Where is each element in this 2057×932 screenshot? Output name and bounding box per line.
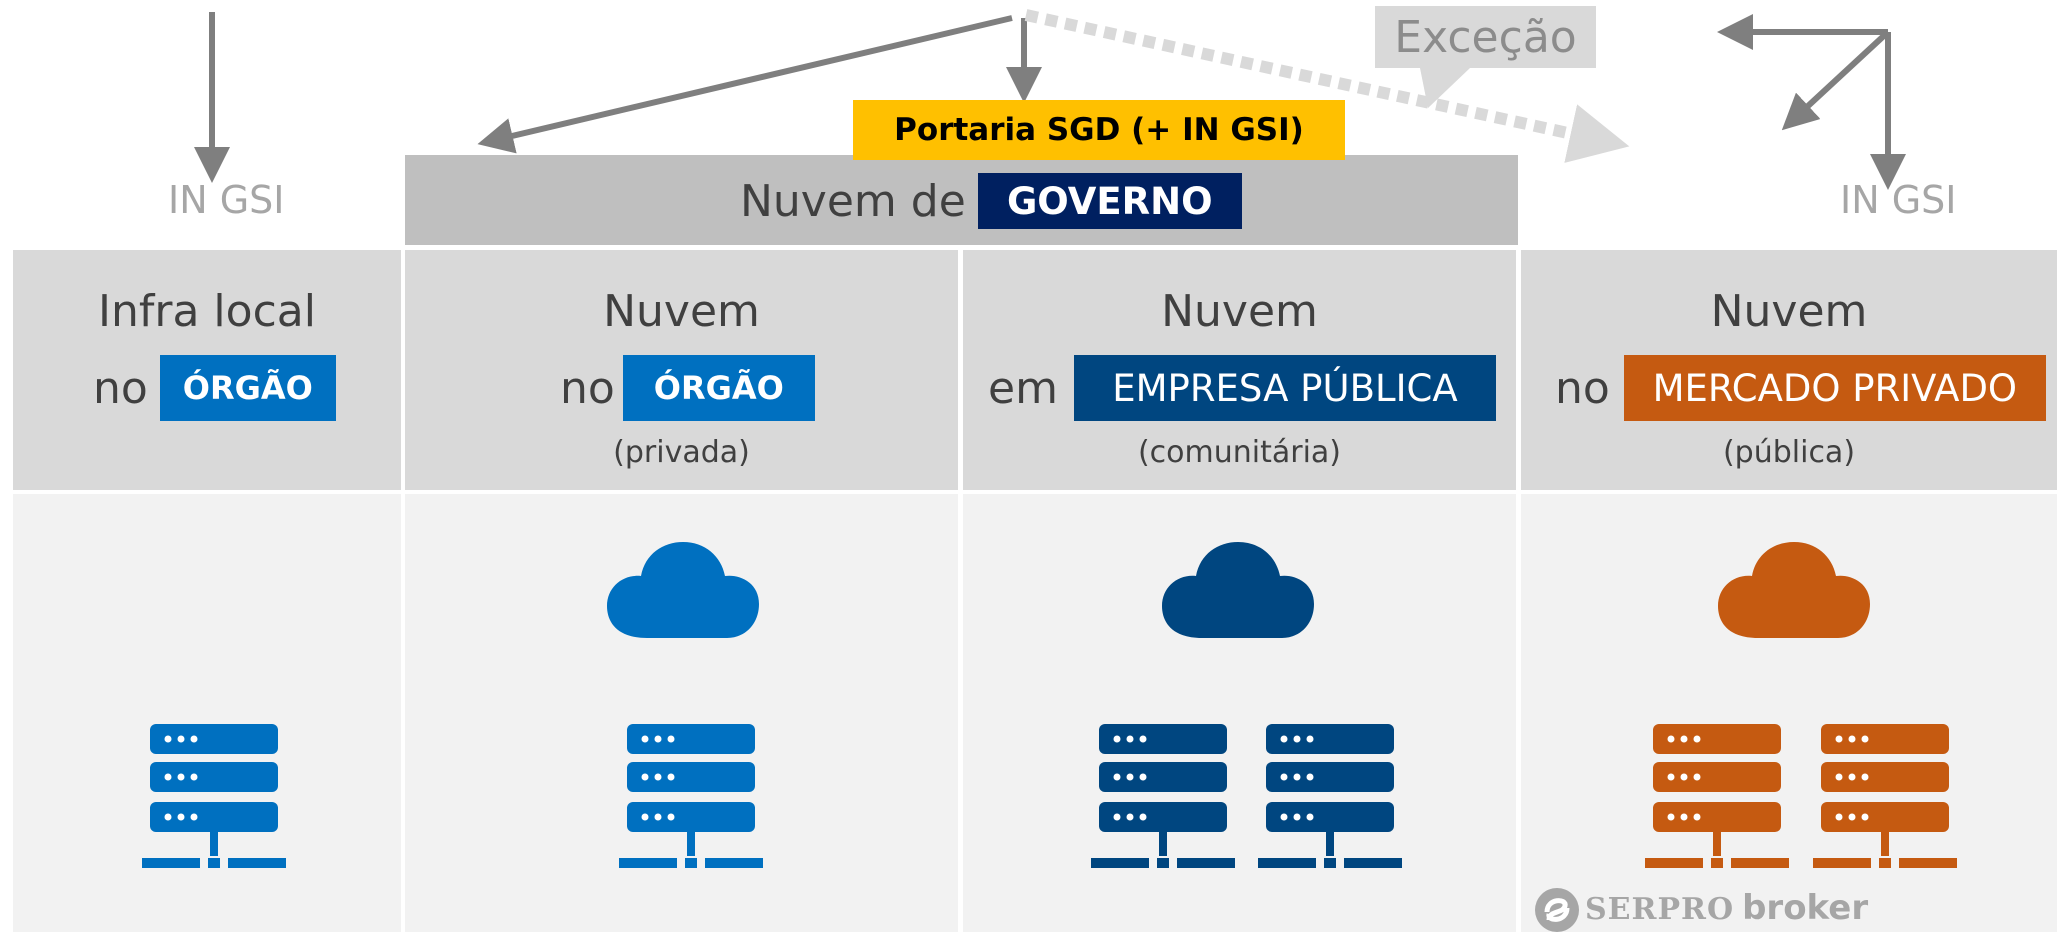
column-badge-row: em EMPRESA PÚBLICA	[988, 355, 1496, 421]
column-subtitle: (privada)	[613, 435, 750, 470]
governo-title-prefix: Nuvem de	[740, 175, 966, 227]
in-gsi-left-label: IN GSI	[168, 178, 285, 222]
column-badge-empresa-publica: EMPRESA PÚBLICA	[1073, 355, 1496, 421]
column-title: Nuvem	[1161, 286, 1318, 337]
broker-logo-text: broker	[1742, 888, 1869, 928]
column-subtitle: (pública)	[1722, 435, 1856, 470]
arrow-right-diag	[1781, 29, 1891, 131]
server-rack-icon	[1258, 724, 1402, 868]
governo-title: Nuvem de GOVERNO	[740, 173, 1242, 229]
column-header-mercado-privado: Nuvem no MERCADO PRIVADO (pública)	[1521, 250, 2057, 490]
cloud-icon	[1162, 542, 1314, 638]
arrow-exception-dotted	[1024, 9, 1630, 163]
column-badge-row: no MERCADO PRIVADO	[1555, 355, 2046, 421]
in-gsi-right-label: IN GSI	[1840, 178, 1957, 222]
cloud-icon	[1718, 542, 1870, 638]
column-header-infra-local: Infra local no ÓRGÃO	[13, 250, 401, 490]
column-badge-orgao: ÓRGÃO	[622, 355, 815, 421]
server-rack-icon	[1645, 724, 1789, 868]
excecao-label: Exceção	[1375, 6, 1596, 68]
column-header-empresa-publica: Nuvem em EMPRESA PÚBLICA (comunitária)	[963, 250, 1516, 490]
portaria-label: Portaria SGD (+ IN GSI)	[853, 100, 1345, 160]
server-rack-icon	[1813, 724, 1957, 868]
column-title: Nuvem	[1710, 286, 1868, 337]
column-header-nuvem-orgao: Nuvem no ÓRGÃO (privada)	[405, 250, 958, 490]
column-title: Infra local	[98, 286, 316, 337]
column-prefix: no	[560, 362, 615, 414]
server-rack-icon	[619, 724, 763, 868]
column-prefix: no	[1555, 362, 1610, 414]
cloud-icon	[607, 542, 759, 638]
arrow-to-gov-left	[477, 15, 1013, 154]
column-prefix: em	[988, 362, 1058, 414]
column-prefix: no	[93, 362, 148, 414]
server-rack-icon	[142, 724, 286, 868]
governo-band	[405, 155, 1518, 245]
column-body-infra-local	[13, 494, 401, 932]
serpro-logo-icon	[1535, 888, 1579, 932]
server-rack-icon	[1091, 724, 1235, 868]
governo-badge: GOVERNO	[977, 173, 1242, 229]
column-subtitle: (comunitária)	[1137, 435, 1342, 470]
column-title: Nuvem	[603, 286, 760, 337]
serpro-logo-text: SERPRO	[1585, 892, 1735, 927]
excecao-callout-tail	[1420, 68, 1470, 108]
column-badge-row: no ÓRGÃO	[93, 355, 336, 421]
column-badge-mercado-privado: MERCADO PRIVADO	[1623, 355, 2046, 421]
serpro-broker-logo: SERPRO broker	[1585, 888, 1868, 928]
column-badge-row: no ÓRGÃO	[560, 355, 815, 421]
column-badge-orgao: ÓRGÃO	[159, 355, 336, 421]
